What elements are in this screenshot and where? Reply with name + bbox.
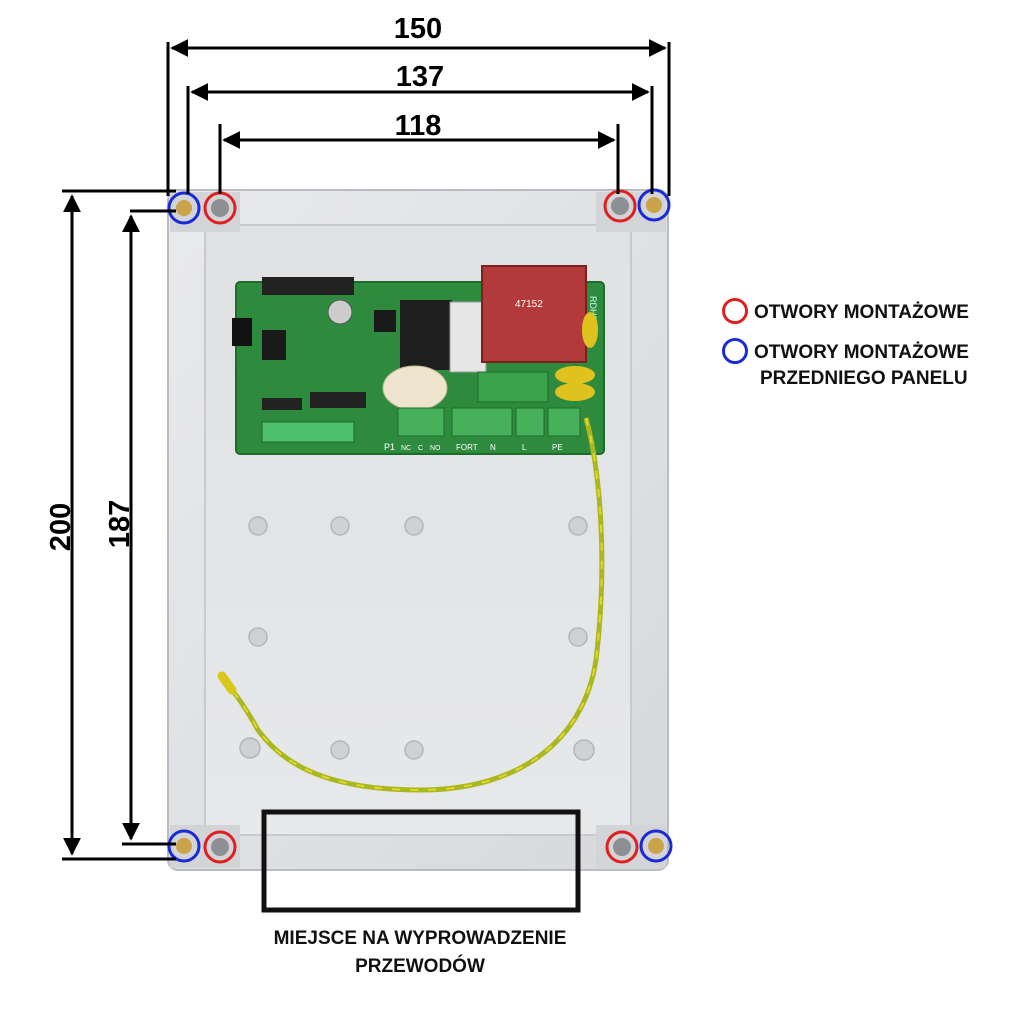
cable-area-label-line2: PRZEWODÓW	[355, 956, 485, 977]
legend-mounting-holes: OTWORY MONTAŻOWE	[722, 298, 1022, 326]
mounting-hole-top-right	[603, 189, 637, 223]
terminal-label-l: L	[522, 443, 527, 452]
terminal-label-n: N	[490, 443, 496, 452]
dim-label-187: 187	[104, 500, 136, 548]
dim-label-200: 200	[45, 503, 77, 551]
red-ring-icon	[722, 298, 748, 324]
dim-label-118: 118	[395, 110, 442, 142]
legend-front-panel-holes-line1: OTWORY MONTAŻOWE	[754, 342, 969, 363]
front-panel-hole-top-right	[637, 188, 671, 222]
terminal-label-fort: FORT	[456, 443, 478, 452]
dim-label-137: 137	[396, 61, 444, 93]
terminal-label-pe: PE	[552, 443, 563, 452]
terminal-label-c: C	[418, 445, 423, 452]
cable-exit-area	[261, 809, 581, 913]
transformer-code: 47152	[515, 299, 543, 310]
front-panel-hole-markers	[167, 188, 673, 863]
wire-terminal	[217, 671, 237, 695]
internal-bosses	[239, 516, 595, 761]
cable-area-label-line1: MIEJSCE NA WYPROWADZENIE	[273, 928, 567, 949]
terminal-label-no: NO	[430, 445, 441, 452]
terminal-label-nc: NC	[401, 445, 411, 452]
legend: OTWORY MONTAŻOWE OTWORY MONTAŻOWE PRZEDN…	[722, 298, 1022, 406]
mounting-hole-bottom-right	[605, 830, 639, 864]
cable-area-label: MIEJSCE NA WYPROWADZENIE PRZEWODÓW	[190, 925, 650, 981]
legend-front-panel-holes: OTWORY MONTAŻOWE PRZEDNIEGO PANELU	[722, 338, 1022, 392]
pcb-board: 47152 RDH3 P1 NC C NO FORT N L PE	[232, 265, 605, 455]
legend-front-panel-holes-line2: PRZEDNIEGO PANELU	[760, 368, 968, 389]
mounting-hole-bottom-left	[203, 830, 237, 864]
blue-ring-icon	[722, 338, 748, 364]
front-panel-hole-bottom-left	[167, 829, 201, 863]
front-panel-hole-bottom-right	[639, 829, 673, 863]
dimension-lines	[62, 39, 671, 861]
terminal-label-p1: P1	[384, 442, 395, 452]
front-panel-hole-top-left	[167, 191, 201, 225]
corner-holes	[176, 197, 664, 856]
legend-mounting-holes-label: OTWORY MONTAŻOWE	[754, 302, 969, 323]
dim-label-150: 150	[394, 13, 442, 45]
board-name: RDH3	[588, 296, 598, 321]
